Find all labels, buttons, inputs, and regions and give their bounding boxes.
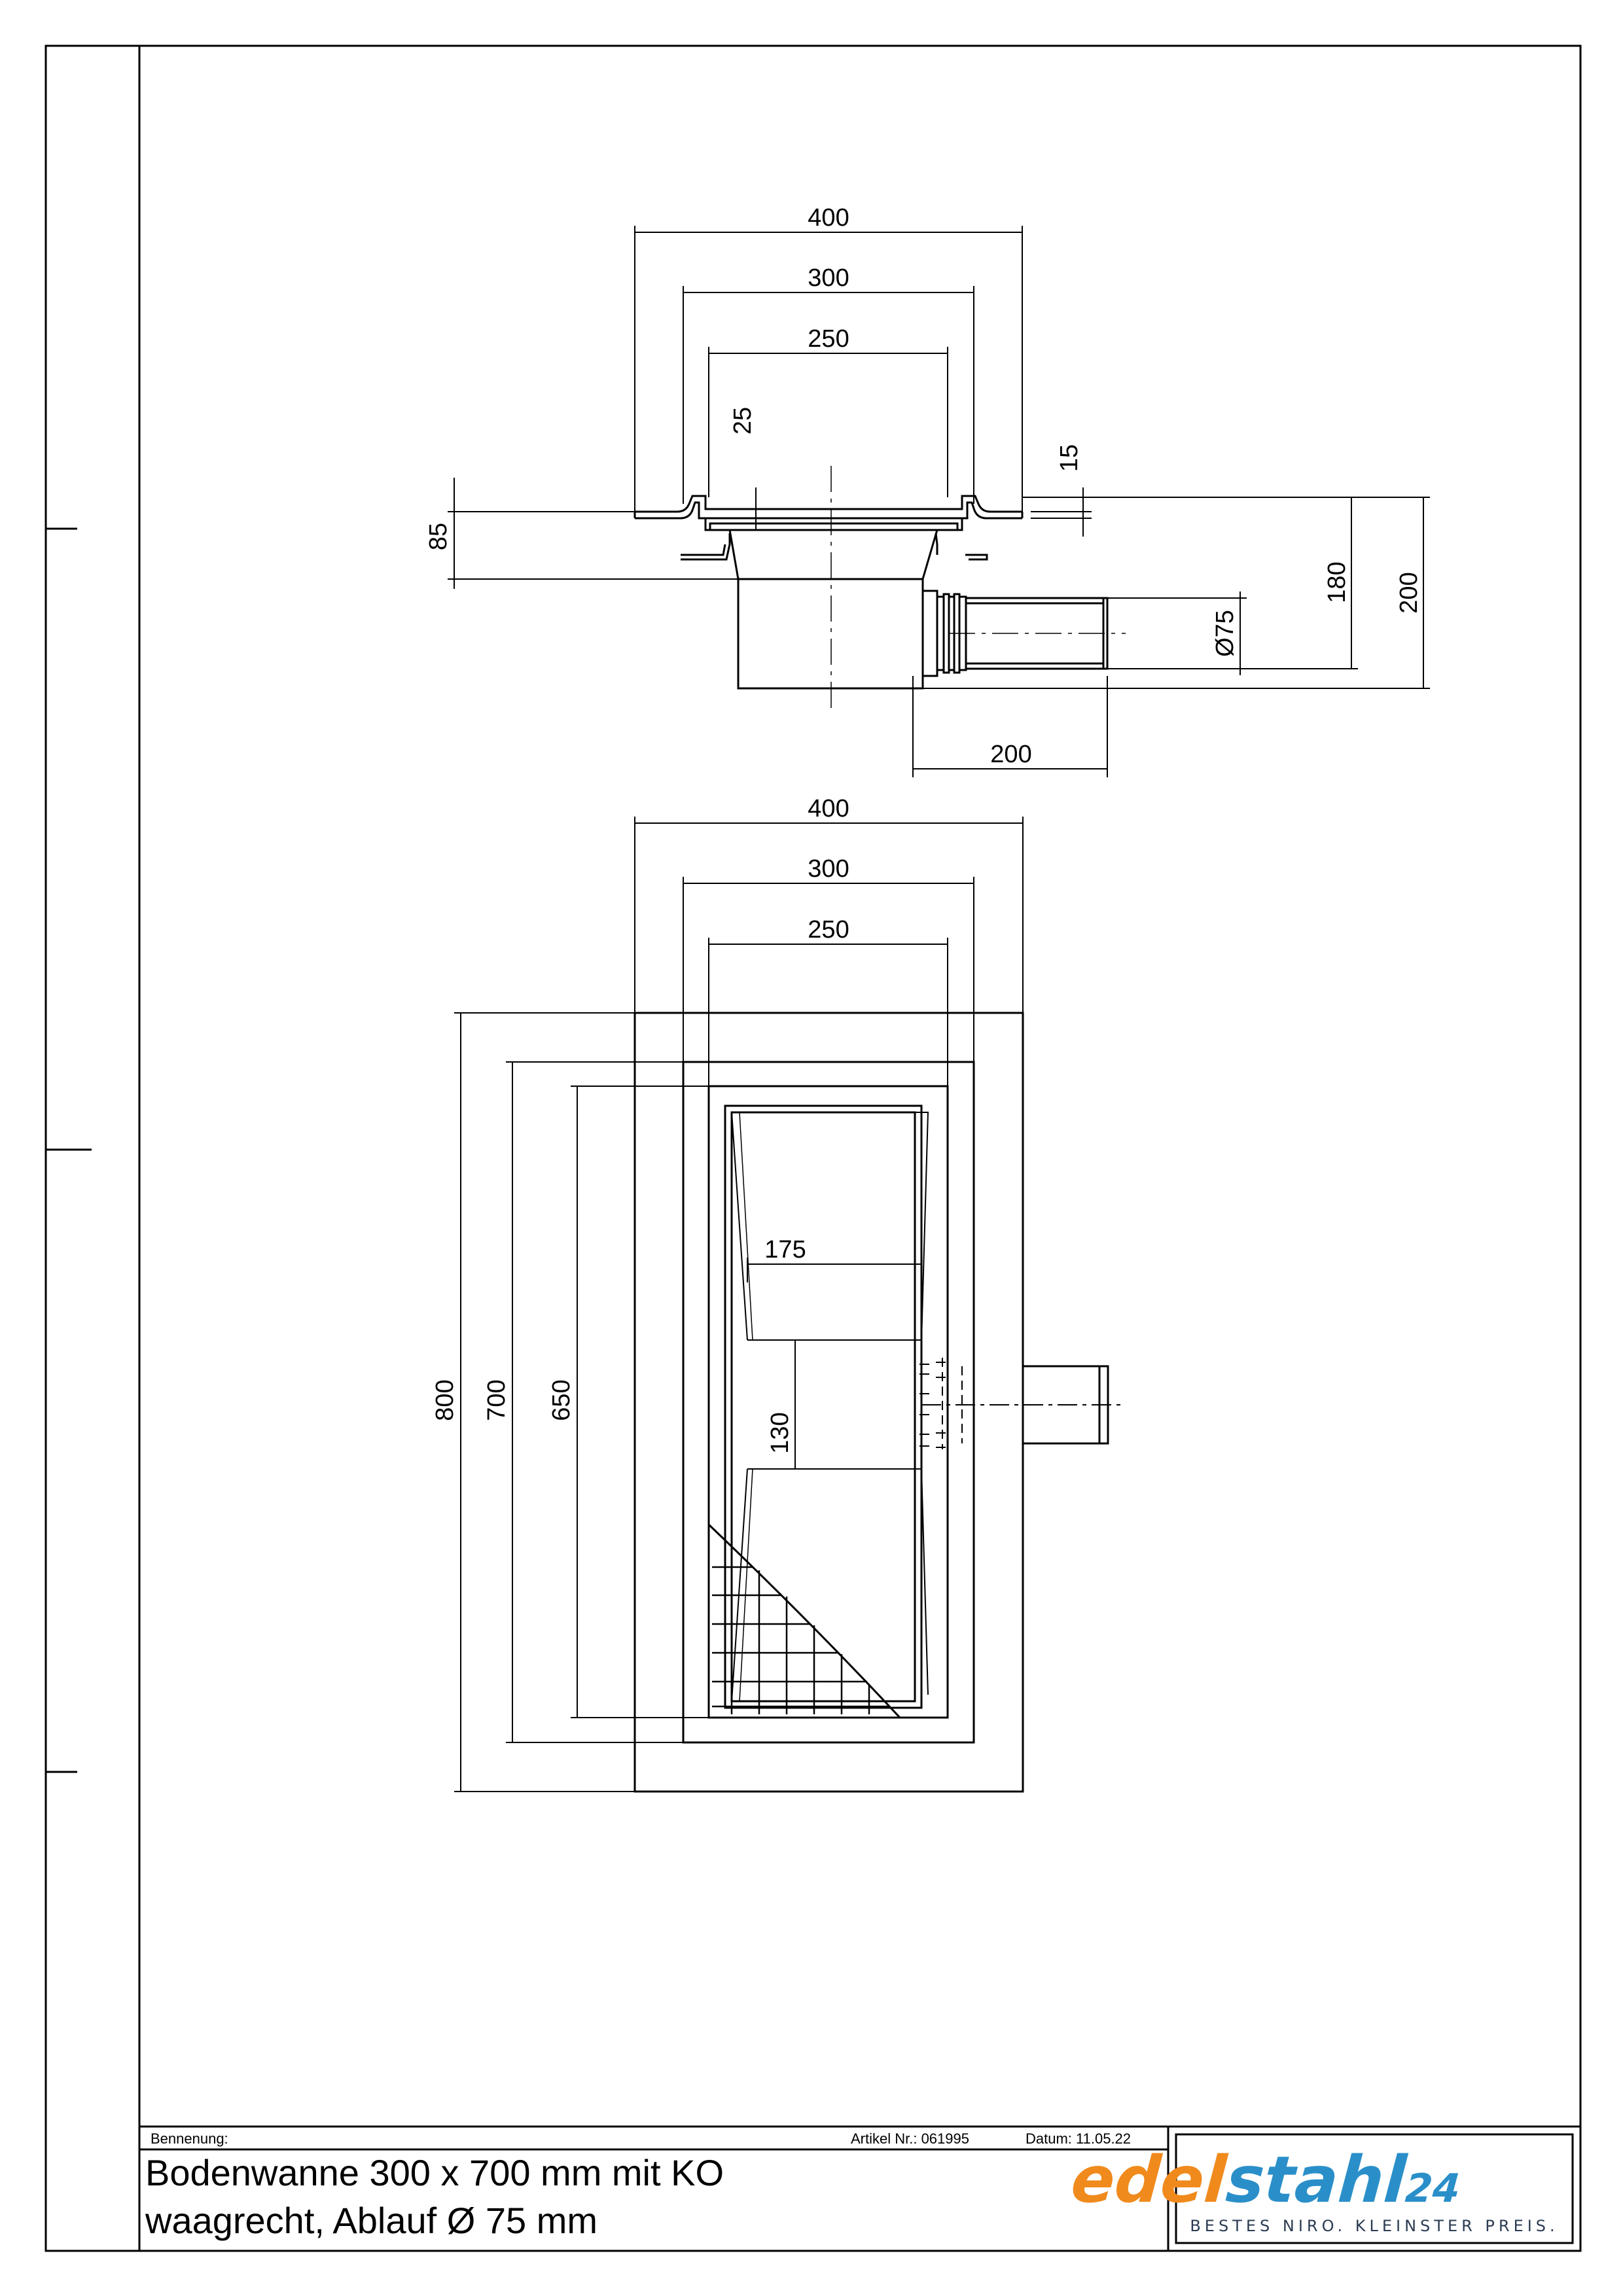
title-line-2: waagrecht, Ablauf Ø 75 mm (145, 2200, 597, 2241)
logo-edel-text: edel (1069, 2143, 1230, 2217)
dim-outlet-diameter: Ø75 (1211, 610, 1239, 657)
side-view-dimension-lines (448, 226, 1430, 777)
plan-dim-700: 700 (483, 1379, 510, 1421)
title-line-1: Bodenwanne 300 x 700 mm mit KO (145, 2152, 724, 2193)
dim-25: 25 (729, 407, 757, 434)
dim-250: 250 (808, 325, 849, 353)
title-block-name-label: Bennenung: (151, 2130, 228, 2147)
dim-200-height: 200 (1395, 572, 1423, 613)
plan-dim-250: 250 (808, 916, 849, 944)
logo-tagline: BESTES NIRO. KLEINSTER PREIS. (1190, 2217, 1558, 2235)
logo-24-text: 24 (1404, 2166, 1461, 2212)
plan-dim-800: 800 (431, 1379, 459, 1421)
plan-dim-650: 650 (548, 1379, 575, 1421)
plan-dim-175: 175 (764, 1236, 806, 1263)
svg-text:edelstahl24: edelstahl24 (1069, 2143, 1463, 2217)
title-block (139, 2125, 1580, 2251)
edelstahl24-logo: edelstahl24 BESTES NIRO. KLEINSTER PREIS… (1069, 2143, 1558, 2235)
side-view-centerlines (830, 466, 1126, 708)
title-block-article-number: Artikel Nr.: 061995 (851, 2130, 969, 2147)
plan-view-outlet-markers (919, 1358, 1126, 1449)
plan-view-dimension-lines (454, 817, 1024, 1792)
dim-400: 400 (808, 204, 849, 232)
title-block-date: Datum: 11.05.22 (1026, 2130, 1131, 2147)
dim-300: 300 (808, 264, 849, 292)
logo-stahl-text: stahl (1224, 2143, 1410, 2217)
dim-200-outlet: 200 (990, 741, 1031, 768)
side-view-dimension-texts: 400 300 250 25 15 85 Ø75 180 200 200 (425, 204, 1423, 768)
dim-85: 85 (425, 523, 452, 550)
plan-dim-400: 400 (808, 795, 849, 822)
dim-15: 15 (1056, 444, 1083, 472)
dim-180: 180 (1323, 561, 1351, 603)
drawing-frame (45, 44, 1582, 2252)
plan-dim-130: 130 (766, 1412, 794, 1453)
grate-cutaway (707, 1522, 902, 1719)
plan-view (633, 1012, 1109, 1793)
plan-view-dimension-texts: 400 300 250 800 700 650 175 130 (431, 795, 849, 1454)
plan-dim-300: 300 (808, 855, 849, 883)
side-section-view (633, 495, 1109, 690)
